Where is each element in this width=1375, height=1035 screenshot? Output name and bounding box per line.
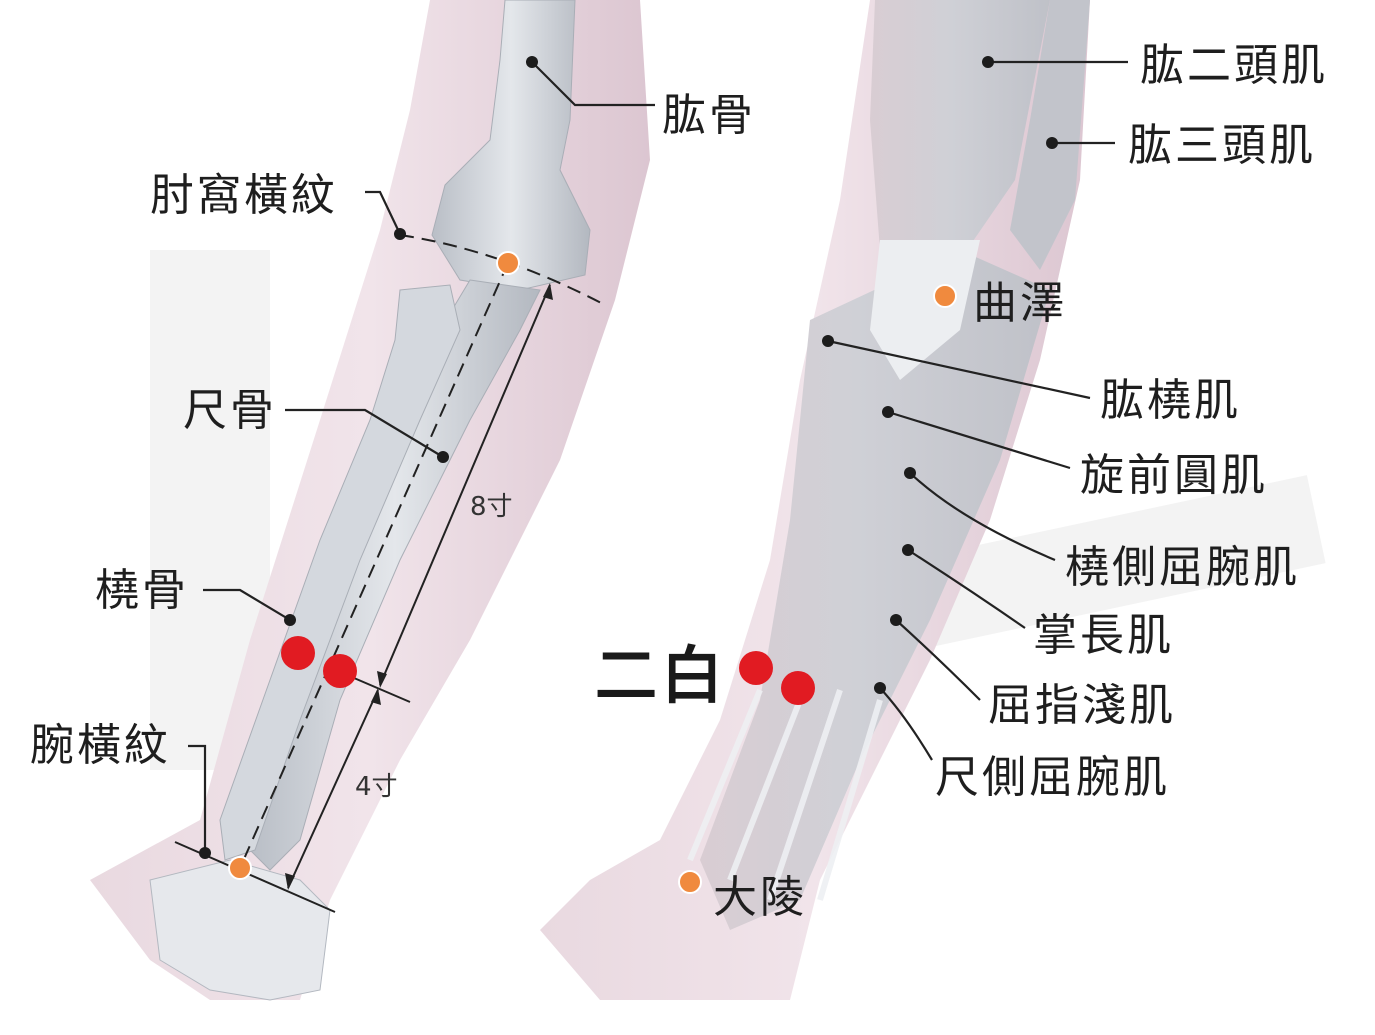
center-dashed-line xyxy=(239,262,509,869)
wrist-crease-label: 腕橫紋 xyxy=(30,720,171,771)
radius-leader xyxy=(203,588,291,621)
measure-4cun-arrow-bottom xyxy=(285,873,295,890)
right-arm xyxy=(540,0,1090,1000)
flexor-carpi-radialis-label: 橈側屈腕肌 xyxy=(1065,542,1300,593)
quze-label: 曲澤 xyxy=(973,278,1067,329)
palmaris-longus-label: 掌長肌 xyxy=(1033,610,1174,661)
fcu-pin xyxy=(874,682,886,694)
erbai-point-left-2 xyxy=(323,654,357,688)
measure-4cun-label: 4寸 xyxy=(355,772,398,802)
daling-point xyxy=(678,870,702,894)
triceps-pin xyxy=(1046,137,1058,149)
pronator-teres-pin xyxy=(882,406,894,418)
biceps-label: 肱二頭肌 xyxy=(1140,40,1328,91)
quze-point xyxy=(933,284,957,308)
measure-8cun-line xyxy=(379,284,551,686)
tendons xyxy=(687,688,883,901)
fcu-leader xyxy=(879,687,933,761)
biceps-muscle xyxy=(870,0,1050,260)
ulna-label: 尺骨 xyxy=(183,385,277,436)
erbai-point-right-2 xyxy=(781,671,815,705)
erbai-point-right-1 xyxy=(739,651,773,685)
ulna-pin xyxy=(437,451,449,463)
radius-label: 橈骨 xyxy=(95,565,189,616)
humerus-leader xyxy=(531,61,655,107)
triceps-muscle xyxy=(1010,0,1090,270)
fds-pin xyxy=(890,614,902,626)
brachioradialis-leader xyxy=(827,339,1091,400)
elbow-crease-label: 肘窩橫紋 xyxy=(150,170,338,221)
wrist-reference-point xyxy=(228,856,252,880)
humerus-pin xyxy=(526,56,538,68)
palmaris-longus-pin xyxy=(902,544,914,556)
fcu-label: 尺側屈腕肌 xyxy=(935,752,1170,803)
biceps-pin xyxy=(982,56,994,68)
aponeurosis xyxy=(870,240,980,380)
flexor-carpi-radialis-leader xyxy=(909,472,1056,562)
measure-4cun-line xyxy=(287,689,379,889)
measure-4cun-arrow-top xyxy=(371,688,381,705)
wrist-crease-pin xyxy=(199,847,211,859)
pronator-teres-label: 旋前圓肌 xyxy=(1080,450,1268,501)
erbai-label: 二白 xyxy=(595,639,727,712)
humerus-label: 肱骨 xyxy=(662,90,756,141)
pronator-teres-leader xyxy=(887,410,1071,470)
radius-pin xyxy=(284,614,296,626)
fds-leader xyxy=(895,619,981,701)
measure-8cun-arrow-bottom xyxy=(377,671,387,688)
brachioradialis-pin xyxy=(822,335,834,347)
radius-bone xyxy=(219,284,461,861)
wrist-crease-leader xyxy=(188,744,207,853)
fds-label: 屈指淺肌 xyxy=(988,680,1176,731)
forearm-muscles xyxy=(700,250,1050,930)
left-labels: 肱骨 肘窩橫紋 尺骨 橈骨 腕橫紋 xyxy=(30,56,756,880)
erbai-point-left-1 xyxy=(281,636,315,670)
measure-8cun-arrow-top xyxy=(543,283,553,300)
elbow-crease-line xyxy=(399,234,606,306)
palmaris-longus-leader xyxy=(907,549,1026,629)
ulna-leader xyxy=(285,408,444,458)
daling-label: 大陵 xyxy=(713,872,807,923)
triceps-label: 肱三頭肌 xyxy=(1128,120,1316,171)
elbow-reference-point xyxy=(496,251,520,275)
brachioradialis-label: 肱橈肌 xyxy=(1100,375,1241,426)
left-arm xyxy=(90,0,650,1001)
measure-8cun-label: 8寸 xyxy=(470,492,513,522)
elbow-crease-leader xyxy=(365,190,401,235)
right-labels: 肱二頭肌 肱三頭肌 曲澤 肱橈肌 旋前圓肌 橈側屈腕肌 掌長肌 屈指淺肌 尺側屈… xyxy=(595,40,1328,923)
hand-bones xyxy=(149,859,331,1001)
flexor-carpi-radialis-pin xyxy=(904,467,916,479)
elbow-crease-pin xyxy=(394,228,406,240)
